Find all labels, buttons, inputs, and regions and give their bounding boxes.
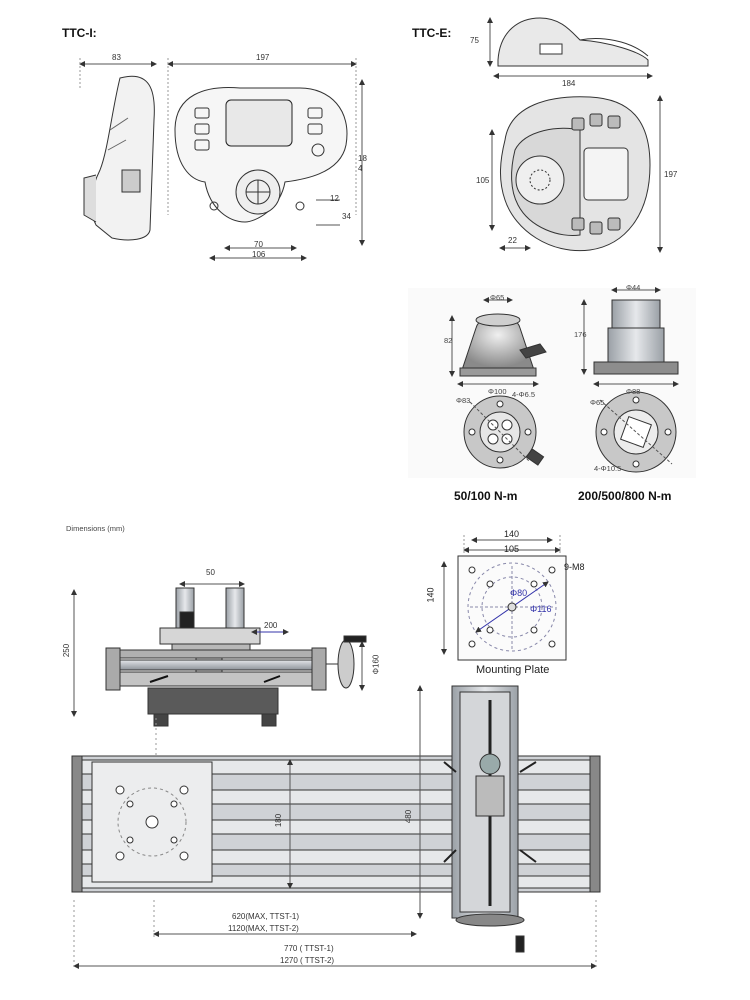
ttc-i-dim-70: 70 bbox=[254, 240, 263, 249]
sensor-left-bolt: 4-Φ6.5 bbox=[512, 390, 536, 399]
bench-wheel-160: Φ160 bbox=[371, 654, 381, 675]
bench-height-250: 250 bbox=[62, 643, 72, 658]
bench-width-480: 480 bbox=[404, 809, 414, 824]
ttc-e-title: TTC-E: bbox=[412, 26, 452, 40]
ttc-i-dim-side-width: 83 bbox=[112, 53, 121, 62]
sensor-left-base-dia: Φ100 bbox=[488, 387, 507, 396]
sensor-50-100-side-view bbox=[449, 297, 547, 387]
bench-top-view bbox=[71, 685, 601, 970]
sensor-left-height: 82 bbox=[444, 336, 453, 345]
sensor-left-top-dia: Φ65 bbox=[490, 293, 505, 302]
sensor-left-caption: 50/100 N-m bbox=[454, 489, 518, 503]
plate-dia-116: Φ116 bbox=[530, 604, 552, 614]
sensor-right-height: 176 bbox=[574, 330, 587, 339]
plate-holes: 9-M8 bbox=[564, 562, 585, 572]
sensor-right-pcd: Φ65 bbox=[590, 398, 605, 407]
sensor-right-top-dia: Φ44 bbox=[626, 283, 641, 292]
sensor-200-800-side-view bbox=[581, 287, 679, 387]
ttc-i-side-view bbox=[79, 58, 157, 241]
ttc-e-dim-depth: 197 bbox=[664, 170, 678, 179]
mounting-plate-drawing bbox=[441, 535, 567, 661]
ttc-e-dim-22: 22 bbox=[508, 236, 517, 245]
sensor-right-caption: 200/500/800 N-m bbox=[578, 489, 672, 503]
bench-length-2: 1270 ( TTST-2) bbox=[280, 956, 335, 965]
ttc-i-title: TTC-I: bbox=[62, 26, 97, 40]
ttc-i-dim-front-width: 197 bbox=[256, 53, 270, 62]
sensor-left-pcd: Φ83 bbox=[456, 396, 471, 405]
ttc-e-top-view bbox=[489, 95, 663, 253]
sensor-right-base-dia: Φ88 bbox=[626, 387, 641, 396]
mounting-plate-label: Mounting Plate bbox=[476, 664, 550, 676]
sensor-50-100-bottom-view bbox=[463, 395, 545, 469]
ttc-e-side-view bbox=[487, 17, 653, 79]
bench-travel-2: 1120(MAX, TTST-2) bbox=[228, 924, 299, 933]
plate-width-inner: 105 bbox=[504, 544, 520, 554]
bench-arrow-200: 200 bbox=[264, 621, 278, 630]
ttc-i-dim-34: 34 bbox=[342, 212, 351, 221]
ttc-e-dim-105: 105 bbox=[476, 176, 490, 185]
plate-dia-80: Φ80 bbox=[510, 588, 528, 598]
bench-side-view bbox=[71, 581, 367, 760]
bench-length-1: 770 ( TTST-1) bbox=[284, 944, 334, 953]
ttc-i-dim-height-b: 4 bbox=[358, 164, 363, 173]
ttc-e-dim-height: 75 bbox=[470, 36, 479, 45]
ttc-i-dim-height-a: 18 bbox=[358, 154, 367, 163]
bench-spacing-50: 50 bbox=[206, 568, 215, 577]
bench-travel-1: 620(MAX, TTST-1) bbox=[232, 912, 299, 921]
plate-width-outer: 140 bbox=[504, 529, 520, 539]
ttc-i-dim-12: 12 bbox=[330, 194, 339, 203]
sensor-right-bolt: 4-Φ10.5 bbox=[594, 464, 622, 473]
ttc-e-dim-width: 184 bbox=[562, 79, 576, 88]
ttc-i-dim-106: 106 bbox=[252, 250, 266, 259]
sensor-200-800-bottom-view bbox=[595, 391, 677, 473]
bench-width-180: 180 bbox=[274, 813, 284, 828]
plate-height: 140 bbox=[425, 587, 436, 603]
dimensions-label: Dimensions (mm) bbox=[66, 524, 125, 533]
ttc-i-front-view bbox=[167, 58, 365, 261]
